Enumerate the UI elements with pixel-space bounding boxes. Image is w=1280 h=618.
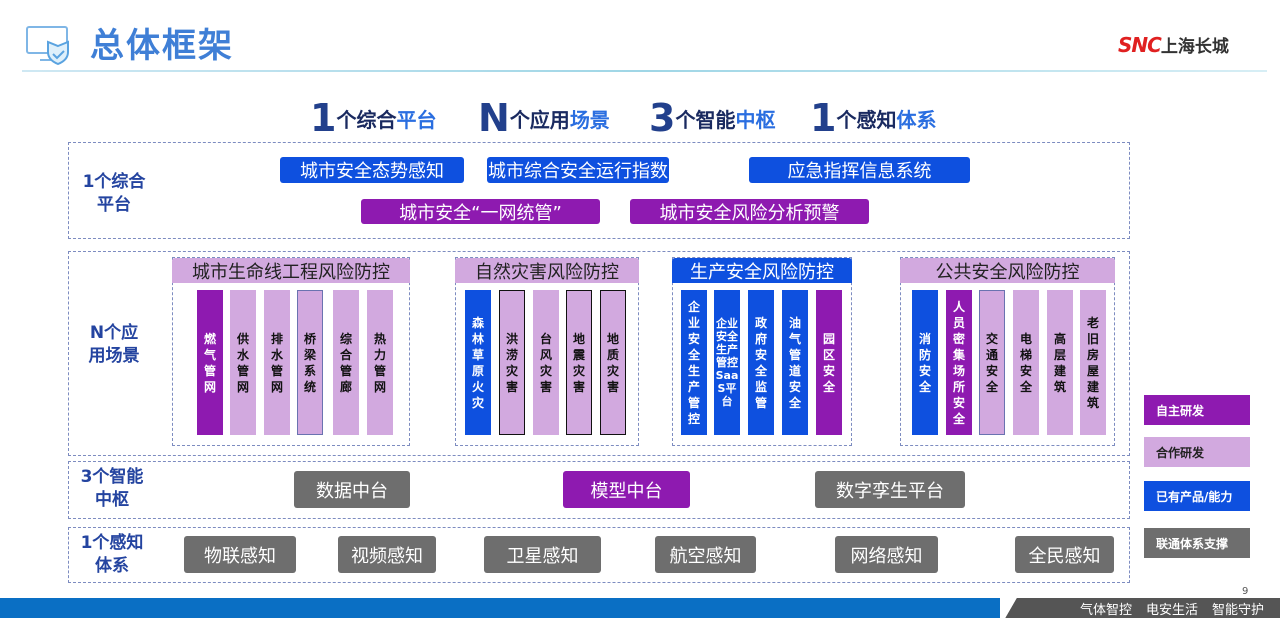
scenario-group-title[interactable]: 自然灾害风险防控 xyxy=(455,258,639,283)
scenario-item[interactable]: 园区 安全 xyxy=(816,290,842,435)
hubs-section xyxy=(68,461,1130,519)
platform-item[interactable]: 城市安全“一网统管” xyxy=(361,199,600,224)
tagline-num: 3 xyxy=(649,96,676,140)
scenario-item[interactable]: 企业安全生产管控 xyxy=(681,290,707,435)
footer-bar xyxy=(0,598,1010,618)
slogan: 智能守护 xyxy=(1211,602,1264,618)
tagline-mid: 个综合 xyxy=(336,108,397,132)
scenario-group xyxy=(900,257,1115,446)
tagline-accent: 体系 xyxy=(896,108,937,132)
sensing-item[interactable]: 网络感知 xyxy=(835,536,938,573)
scenario-item[interactable]: 热力管网 xyxy=(367,290,393,435)
scenario-group-title[interactable]: 公共安全风险防控 xyxy=(900,258,1115,283)
scenario-item[interactable]: 台风灾害 xyxy=(533,290,559,435)
legend-item: 联通体系支撑 xyxy=(1144,528,1250,558)
legend-item: 合作研发 xyxy=(1144,437,1250,467)
platform-item[interactable]: 城市综合安全运行指数 xyxy=(487,157,669,183)
sensing-section xyxy=(68,527,1130,583)
header-divider xyxy=(22,70,1267,72)
sensing-label: 1个感知体系 xyxy=(80,533,144,576)
slogan: 电安生活 xyxy=(1145,602,1198,618)
scenario-item[interactable]: 地震灾害 xyxy=(566,290,592,435)
scenario-item[interactable]: 政府安全监管 xyxy=(748,290,774,435)
hubs-label: 3个智能中枢 xyxy=(80,467,144,510)
platform-item[interactable]: 城市安全态势感知 xyxy=(280,157,464,183)
tagline-accent: 中枢 xyxy=(735,108,776,132)
tagline-accent: 平台 xyxy=(396,108,437,132)
footer-slogans: 气体智控 电安生活 智能守护 xyxy=(1020,598,1280,618)
scenario-item[interactable]: 洪涝灾害 xyxy=(499,290,525,435)
scenario-item[interactable]: 老旧房屋建筑 xyxy=(1080,290,1106,435)
logo-brand: SNC xyxy=(1118,33,1162,57)
scenario-item[interactable]: 交通安全 xyxy=(979,290,1005,435)
scenario-item[interactable]: 消防安全 xyxy=(912,290,938,435)
scenario-item[interactable]: 油气管道安全 xyxy=(782,290,808,435)
scenarios-section xyxy=(68,251,1130,456)
tagline-num: 1 xyxy=(310,96,337,140)
scenarios-label: N个应用场景 xyxy=(88,323,140,366)
hub-item[interactable]: 数字孪生平台 xyxy=(815,471,965,508)
company-logo: SNC上海长城 xyxy=(1118,32,1229,57)
scenario-item[interactable]: 森林草原火灾 xyxy=(465,290,491,435)
scenario-item[interactable]: 高层建筑 xyxy=(1047,290,1073,435)
page-title: 总体框架 xyxy=(90,26,234,66)
slogan: 气体智控 xyxy=(1079,602,1132,618)
scenario-group-title[interactable]: 城市生命线工程风险防控 xyxy=(172,258,410,283)
scenario-group xyxy=(455,257,639,446)
platform-section xyxy=(68,142,1130,239)
tagline-num: N xyxy=(478,96,510,140)
tagline-mid: 个感知 xyxy=(836,108,897,132)
tagline-mid: 个应用 xyxy=(509,108,570,132)
tagline-accent: 场景 xyxy=(569,108,610,132)
platform-item[interactable]: 应急指挥信息系统 xyxy=(749,157,970,183)
scenario-item[interactable]: 地质灾害 xyxy=(600,290,626,435)
scenario-group-title[interactable]: 生产安全风险防控 xyxy=(672,258,852,283)
logo-text: 上海长城 xyxy=(1160,37,1229,57)
scenario-item[interactable]: 人员密集场所安全 xyxy=(946,290,972,435)
sensing-item[interactable]: 视频感知 xyxy=(338,536,436,573)
scenario-item[interactable]: 供水管网 xyxy=(230,290,256,435)
scenario-item[interactable]: 燃气管网 xyxy=(197,290,223,435)
hub-item[interactable]: 模型中台 xyxy=(563,471,690,508)
platform-label: 1个综合平台 xyxy=(82,172,146,215)
hub-item[interactable]: 数据中台 xyxy=(294,471,410,508)
monitor-shield-icon xyxy=(26,24,72,66)
scenario-item[interactable]: 桥梁系统 xyxy=(297,290,323,435)
scenario-item[interactable]: 电梯安全 xyxy=(1013,290,1039,435)
scenario-item[interactable]: 排水管网 xyxy=(264,290,290,435)
platform-item[interactable]: 城市安全风险分析预警 xyxy=(630,199,869,224)
legend-item: 自主研发 xyxy=(1144,395,1250,425)
scenario-group xyxy=(672,257,852,446)
scenario-group xyxy=(172,257,410,446)
tagline-num: 1 xyxy=(810,96,837,140)
tagline: 1个感知体系 xyxy=(810,96,936,140)
tagline-mid: 个智能 xyxy=(675,108,736,132)
tagline: N个应用场景 xyxy=(478,96,610,140)
sensing-item[interactable]: 航空感知 xyxy=(655,536,756,573)
scenario-item[interactable]: 企业安全生产管控SaaS平台 xyxy=(714,290,740,435)
tagline: 1个综合平台 xyxy=(310,96,436,140)
sensing-item[interactable]: 全民感知 xyxy=(1015,536,1114,573)
sensing-item[interactable]: 卫星感知 xyxy=(484,536,601,573)
legend-item: 已有产品/能力 xyxy=(1144,481,1250,511)
tagline: 3个智能中枢 xyxy=(649,96,775,140)
page-number: 9 xyxy=(1242,586,1249,597)
scenario-item[interactable]: 综合管廊 xyxy=(333,290,359,435)
sensing-item[interactable]: 物联感知 xyxy=(184,536,296,573)
